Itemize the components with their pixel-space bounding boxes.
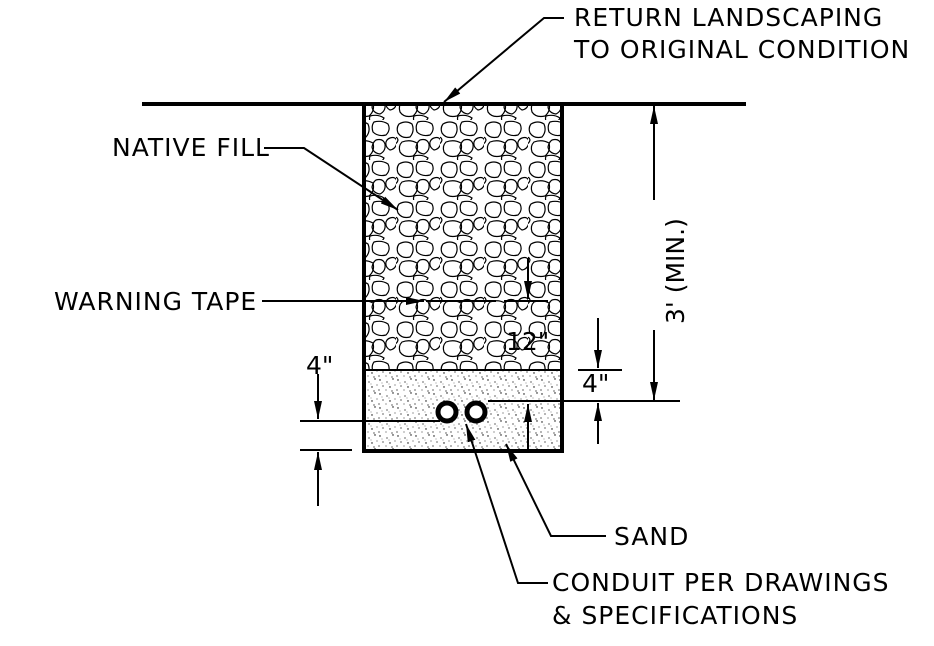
native-fill-leader: [264, 147, 399, 211]
conduit-label-line2: & SPECIFICATIONS: [552, 601, 798, 630]
depth-min-label: 3' (MIN.): [661, 218, 690, 324]
native-fill-region: [364, 106, 562, 370]
sand-leader: [505, 443, 606, 537]
sand-region: [364, 370, 562, 450]
return-landscaping-leader: [443, 17, 564, 103]
trench-outline: [362, 104, 564, 453]
return-landscaping-label-line1: RETURN LANDSCAPING: [574, 3, 883, 32]
return-landscaping-label-line2: TO ORIGINAL CONDITION: [573, 35, 910, 64]
warning-tape-label: WARNING TAPE: [54, 287, 257, 316]
tape-depth-label: 12": [506, 327, 549, 356]
sand-label: SAND: [614, 522, 689, 551]
conduit-left-icon: [435, 400, 459, 424]
left-4in-label: 4": [306, 351, 333, 380]
conduit-right-icon: [464, 400, 488, 424]
right-4in-label: 4": [582, 369, 609, 398]
native-fill-label: NATIVE FILL: [112, 133, 270, 162]
conduit-leader: [465, 423, 548, 584]
conduit-label-line1: CONDUIT PER DRAWINGS: [552, 568, 890, 597]
